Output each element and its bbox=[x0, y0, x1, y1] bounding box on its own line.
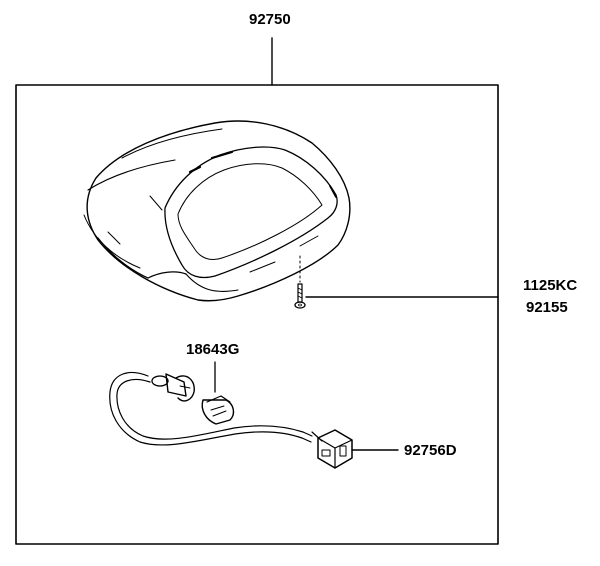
label-1125KC: 1125KC bbox=[523, 277, 578, 294]
label-92750: 92750 bbox=[249, 11, 291, 28]
label-18643G: 18643G bbox=[186, 341, 240, 358]
screw bbox=[294, 255, 306, 309]
label-92756D: 92756D bbox=[404, 442, 457, 459]
diagram-frame bbox=[15, 84, 499, 545]
label-92155: 92155 bbox=[526, 299, 568, 316]
socket-wiring bbox=[109, 371, 353, 469]
bulb bbox=[201, 361, 235, 425]
lamp-housing bbox=[83, 120, 351, 302]
